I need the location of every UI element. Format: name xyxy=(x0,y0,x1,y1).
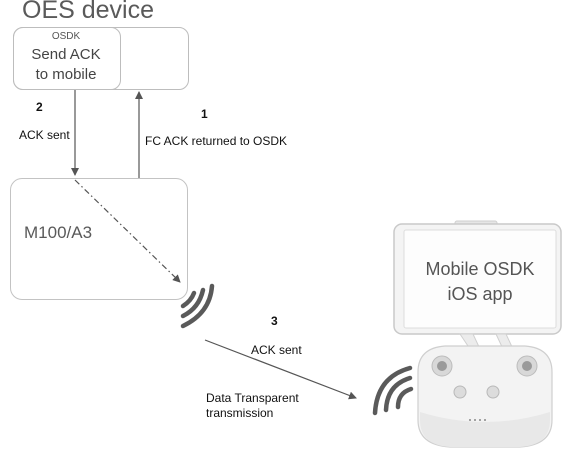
step-1-label: FC ACK returned to OSDK xyxy=(145,134,288,148)
mobile-device-icon xyxy=(393,220,562,335)
mobile-label-line-2: iOS app xyxy=(447,284,513,304)
mobile-label-line-1: Mobile OSDK xyxy=(425,259,535,279)
m100-box xyxy=(10,178,188,300)
remote-controller-icon xyxy=(417,333,553,448)
send-ack-line-2: to mobile xyxy=(35,66,97,83)
mobile-osdk-label: Mobile OSDK iOS app xyxy=(404,257,556,307)
m100-label: M100/A3 xyxy=(24,223,93,242)
send-ack-label: Send ACK to mobile xyxy=(13,45,119,85)
oes-device-title: OES device xyxy=(22,0,155,24)
ack-sent-to-mobile-arrow xyxy=(204,339,357,400)
step-3-label: ACK sent xyxy=(251,343,302,357)
osdk-box xyxy=(13,27,121,90)
step-1-number: 1 xyxy=(201,107,208,121)
step-3-number: 3 xyxy=(271,314,278,328)
controller-signal-waves-icon xyxy=(372,365,414,416)
signal-waves-icon xyxy=(180,283,215,329)
osdk-label: OSDK xyxy=(51,31,81,42)
transmission-label-line-1: Data Transparent xyxy=(206,391,299,405)
step-2-label: ACK sent xyxy=(19,128,70,142)
transmission-label-line-2: transmission xyxy=(206,406,274,420)
internal-dashdot-arrow xyxy=(74,179,181,283)
send-ack-line-1: Send ACK xyxy=(31,46,101,63)
step-2-number: 2 xyxy=(36,100,43,114)
